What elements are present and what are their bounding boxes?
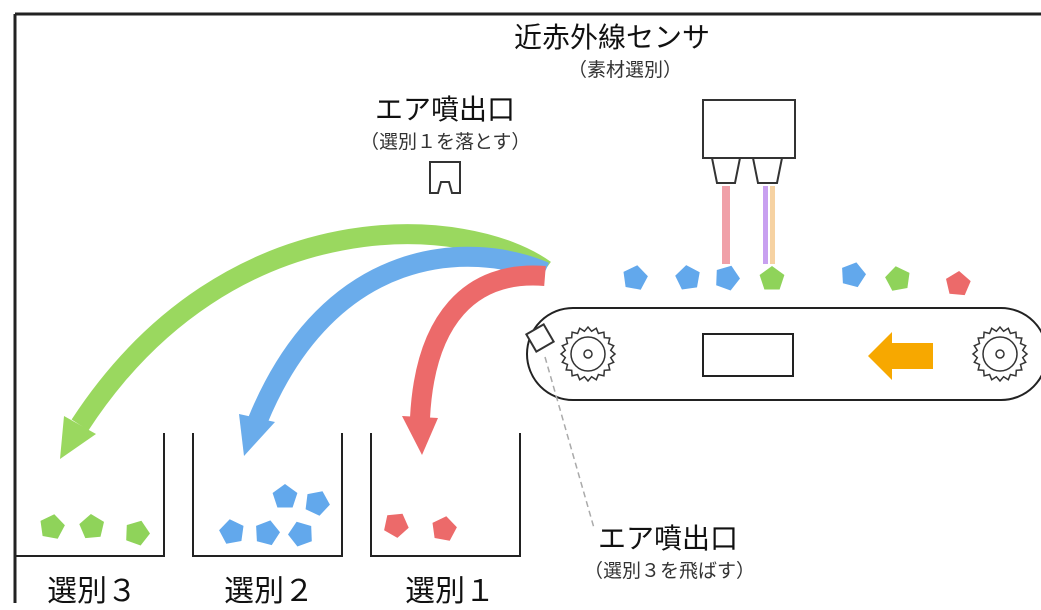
piece-green [126, 520, 150, 546]
bin-1-label: 選別１ [405, 574, 495, 609]
piece-green [885, 266, 910, 291]
sorted-pieces [40, 262, 971, 547]
piece-red [432, 516, 457, 541]
sensor-icon [702, 99, 796, 184]
piece-blue [272, 484, 298, 508]
bin-3-label: 選別３ [47, 574, 137, 609]
sensor-beam-purple [763, 186, 768, 264]
piece-green [40, 514, 65, 539]
piece-red [946, 271, 971, 296]
piece-blue [623, 265, 648, 290]
air-nozzle-bottom-icon [524, 322, 556, 354]
arrow-to-bin-3 [60, 224, 551, 459]
sensor-title: 近赤外線センサ [514, 21, 711, 54]
piece-green [759, 266, 785, 290]
air-nozzle-bottom-title: エア噴出口 [598, 522, 739, 555]
conveyor-belt [526, 307, 1041, 401]
bin-1-container [370, 433, 521, 557]
sensor-beam-orange [770, 186, 775, 264]
air-nozzle-top-title: エア噴出口 [375, 93, 516, 126]
arrow-to-bin-1 [402, 265, 546, 455]
piece-blue [716, 265, 740, 291]
sensor-beam-red [722, 186, 730, 264]
piece-blue [305, 491, 330, 516]
piece-blue [288, 521, 312, 547]
piece-blue [256, 520, 280, 546]
piece-green [79, 514, 104, 539]
piece-blue [675, 265, 700, 290]
bin-2-label: 選別２ [224, 574, 314, 609]
piece-red [384, 513, 409, 538]
piece-blue [219, 519, 244, 544]
gear-right-icon [971, 325, 1029, 383]
air-nozzle-top-subtitle: （選別１を落とす） [360, 131, 531, 153]
piece-blue [842, 262, 866, 288]
arrow-to-bin-2 [239, 246, 549, 456]
sensor-subtitle: （素材選別） [568, 59, 683, 81]
direction-arrow-icon [868, 332, 933, 380]
air-nozzle-bottom-subtitle: （選別３を飛ばす） [584, 560, 756, 582]
gear-left-icon [559, 325, 617, 383]
bin-3-container [14, 433, 165, 557]
bin-2-container [192, 433, 343, 557]
air-nozzle-top-icon [429, 161, 461, 194]
